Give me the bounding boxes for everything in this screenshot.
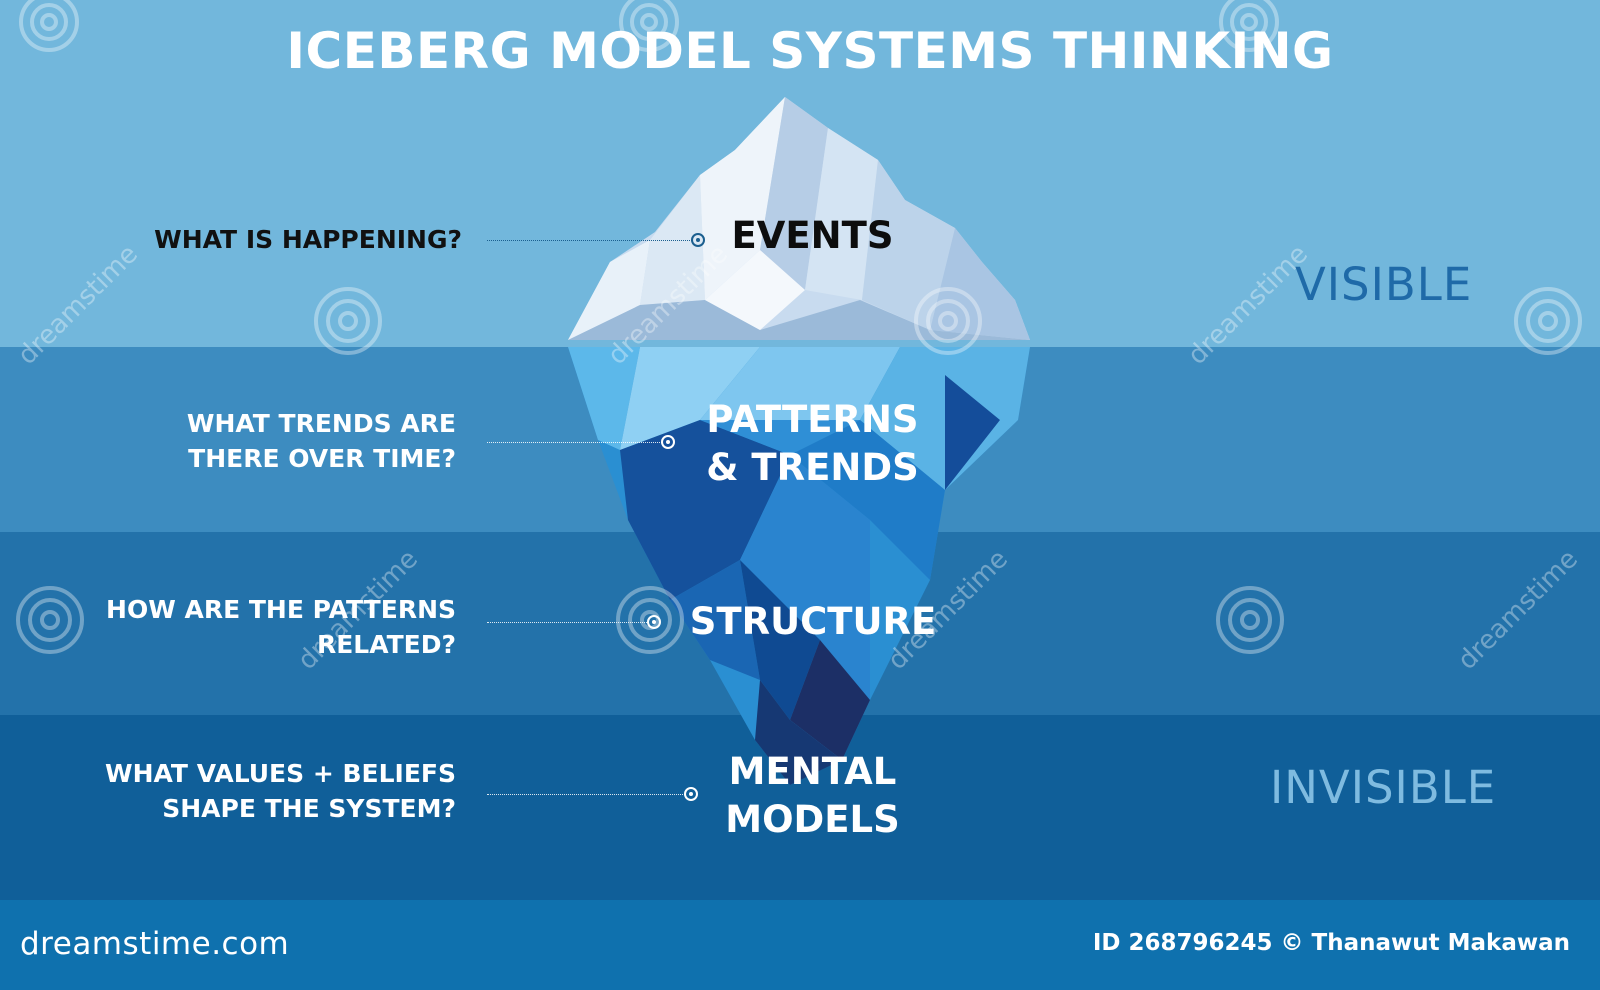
layer-label-structure: STRUCTURE (689, 600, 937, 643)
watermark-swirl-icon (1219, 0, 1279, 52)
watermark-swirl-icon (19, 0, 79, 52)
watermark-swirl-icon (1216, 586, 1284, 654)
layer-label-mental-models: MENTAL MODELS (725, 750, 900, 841)
question-mental-models: WHAT VALUES + BELIEFS SHAPE THE SYSTEM? (105, 759, 456, 823)
watermark-swirl-icon (16, 586, 84, 654)
connector-dot-mental-models (684, 787, 698, 801)
iceberg-tip (568, 97, 1030, 340)
question-events: WHAT IS HAPPENING? (154, 225, 462, 254)
question-patterns: WHAT TRENDS ARE THERE OVER TIME? (186, 409, 456, 473)
watermark-swirl-icon (616, 586, 684, 654)
watermark-swirl-icon (619, 0, 679, 52)
connector-structure (487, 622, 647, 623)
connector-dot-structure (647, 615, 661, 629)
connector-dot-patterns (661, 435, 675, 449)
layer-label-events: EVENTS (731, 214, 894, 257)
zone-label-visible: VISIBLE (1295, 258, 1473, 311)
connector-events (487, 240, 692, 241)
footer-bar (0, 900, 1600, 990)
layer-label-patterns: PATTERNS & TRENDS (706, 398, 919, 489)
watermark-swirl-icon (1514, 287, 1582, 355)
brand-logo: dreamstime.com (20, 926, 290, 962)
watermark-swirl-icon (314, 287, 382, 355)
image-credit: ID 268796245 © Thanawut Makawan (1092, 930, 1570, 956)
watermark-swirl-icon (914, 287, 982, 355)
connector-patterns (487, 442, 662, 443)
connector-dot-events (691, 233, 705, 247)
diagram-title: ICEBERG MODEL SYSTEMS THINKING (286, 22, 1334, 80)
zone-label-invisible: INVISIBLE (1270, 761, 1497, 814)
question-structure: HOW ARE THE PATTERNS RELATED? (106, 595, 456, 659)
connector-mental-models (487, 794, 685, 795)
iceberg-underwater (568, 347, 1030, 785)
iceberg-illustration (568, 97, 1030, 785)
